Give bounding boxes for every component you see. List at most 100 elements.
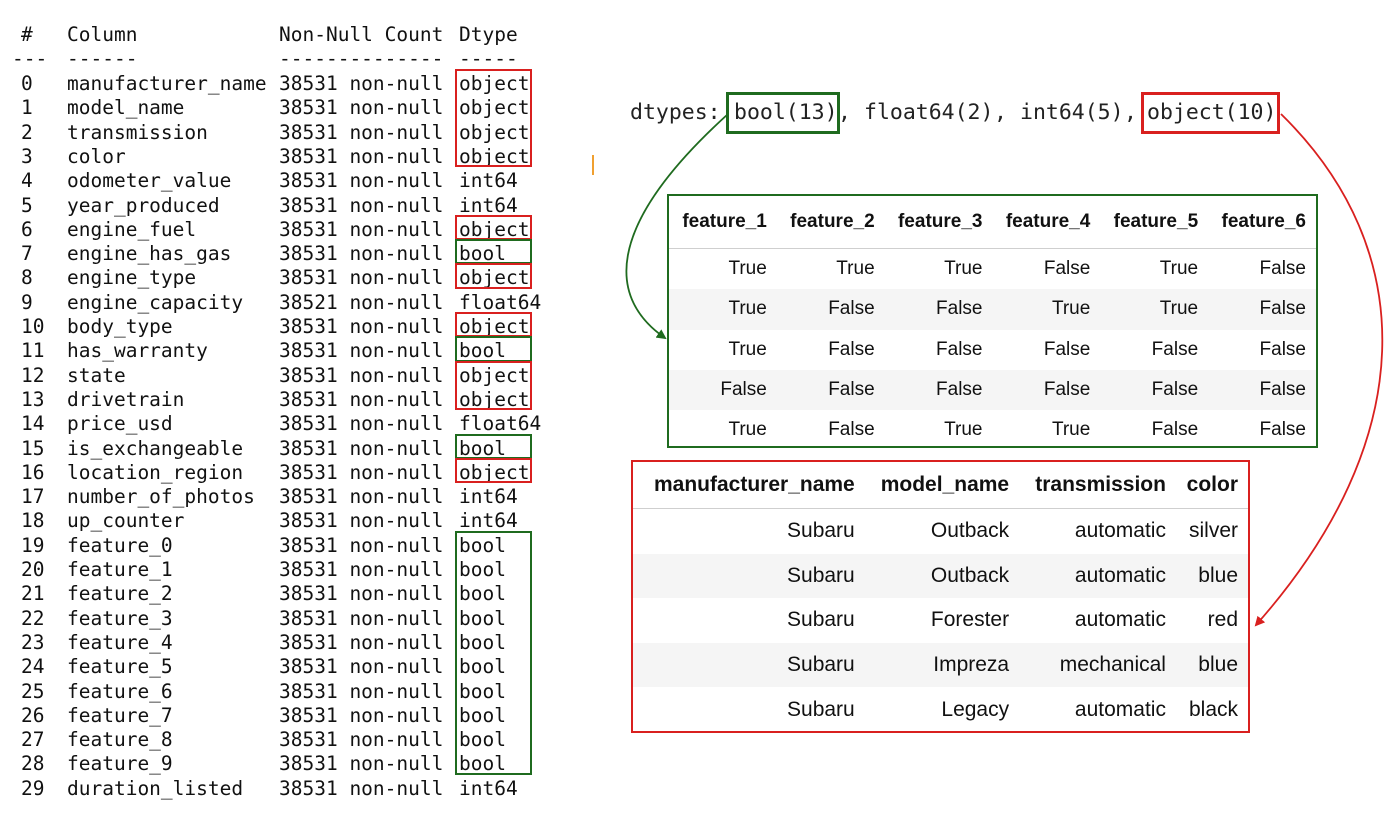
bool-header-cell: feature_4 [992,196,1101,249]
row-index: 10 [21,315,45,338]
row-column-name: drivetrain [67,387,185,411]
row-index: 24 [21,655,45,679]
separator-dtype: ----- [459,47,518,70]
bool-table-cell: False [1259,258,1306,280]
bool-table-cell: False [1208,289,1316,330]
row-dtype: object [459,315,530,338]
row-non-null-count: 38531 non-null [279,144,444,168]
object-table-cell: Subaru [787,519,855,543]
bool-table-cell: False [776,369,885,411]
object-header-cell: color [1175,462,1248,509]
row-index: 1 [21,96,33,120]
row-non-null-count: 38531 non-null [279,339,444,363]
row-non-null-count: 38531 non-null [279,679,444,703]
dataframe-info-listing: # Column Non-Null Count Dtype --- ------… [0,0,560,814]
row-column-name: duration_listed [67,776,244,800]
row-dtype: int64 [459,509,518,533]
row-dtype: object [459,387,530,411]
text-cursor [592,155,594,175]
row-column-name: feature_0 [67,533,173,557]
object-table-cell: mechanical [1019,642,1176,688]
bool-header-cell: feature_3 [884,196,993,249]
row-index: 23 [21,630,45,654]
row-dtype: bool [459,655,506,679]
row-non-null-count: 38531 non-null [279,217,444,241]
row-non-null-count: 38521 non-null [279,290,444,314]
row-non-null-count: 38531 non-null [279,193,444,217]
row-dtype: object [459,266,530,290]
row-non-null-count: 38531 non-null [279,412,444,436]
separator-index: --- [12,47,48,70]
object-table-cell: Forester [930,608,1010,632]
row-column-name: color [67,144,126,168]
row-dtype: object [459,120,530,144]
row-non-null-count: 38531 non-null [279,242,444,266]
bool-table-cell: True [728,258,767,280]
bool-table-cell: False [1043,338,1091,360]
object-table-cell: silver [1188,519,1238,543]
row-column-name: model_name [67,96,185,120]
bool-header-cell: feature_1 [669,196,777,249]
row-index: 6 [21,217,33,241]
row-column-name: feature_2 [67,582,173,606]
dtypes-int: int64(5) [1020,100,1124,125]
bool-table-cell: False [1259,419,1306,441]
bool-header-cell: feature_6 [1208,196,1316,249]
row-non-null-count: 38531 non-null [279,655,444,679]
row-column-name: price_usd [67,412,173,436]
row-index: 0 [21,72,33,95]
row-index: 22 [21,606,45,630]
bool-table-cell: True [944,258,983,280]
row-index: 25 [21,679,45,703]
row-non-null-count: 38531 non-null [279,460,444,484]
row-dtype: object [459,144,530,168]
bool-table-cell: True [1051,419,1091,441]
row-index: 5 [21,193,33,217]
bool-table-cell: False [884,289,993,330]
row-column-name: has_warranty [67,339,208,363]
row-index: 13 [21,387,45,411]
bool-table-cell: False [1043,258,1091,280]
row-dtype: bool [459,752,506,776]
header-column: Column [67,23,138,46]
row-column-name: up_counter [67,509,185,533]
bool-table-cell: False [669,369,777,411]
bool-table-cell: False [1208,369,1316,411]
row-non-null-count: 38531 non-null [279,72,444,95]
bool-dtype-highlight [455,433,532,459]
row-column-name: engine_type [67,266,197,290]
bool-table-cell: False [828,419,875,441]
row-non-null-count: 38531 non-null [279,315,444,338]
bool-dtype-highlight [455,336,532,362]
object-table-cell: Subaru [787,697,855,721]
row-dtype: object [459,460,530,484]
row-index: 14 [21,412,45,436]
row-non-null-count: 38531 non-null [279,387,444,411]
row-column-name: number_of_photos [67,485,255,509]
object-dtype-highlight [455,69,532,168]
row-dtype: bool [459,339,506,363]
row-column-name: feature_9 [67,752,173,776]
object-dtype-highlight [455,263,532,289]
row-index: 28 [21,752,45,776]
bool-table-cell: True [669,289,777,330]
row-index: 26 [21,703,45,727]
row-dtype: bool [459,679,506,703]
row-dtype: bool [459,533,506,557]
row-dtype: int64 [459,485,518,509]
row-dtype: bool [459,242,506,266]
row-dtype: float64 [459,290,542,314]
object-table-cell: blue [1175,642,1248,688]
object-table-cell: Subaru [633,553,865,599]
object-table-cell: Subaru [633,642,865,688]
row-dtype: object [459,217,530,241]
object-table-cell: black [1188,697,1238,721]
row-dtype: bool [459,703,506,727]
row-dtype: bool [459,728,506,752]
row-column-name: feature_3 [67,606,173,630]
bool-table-cell: False [1151,338,1199,360]
